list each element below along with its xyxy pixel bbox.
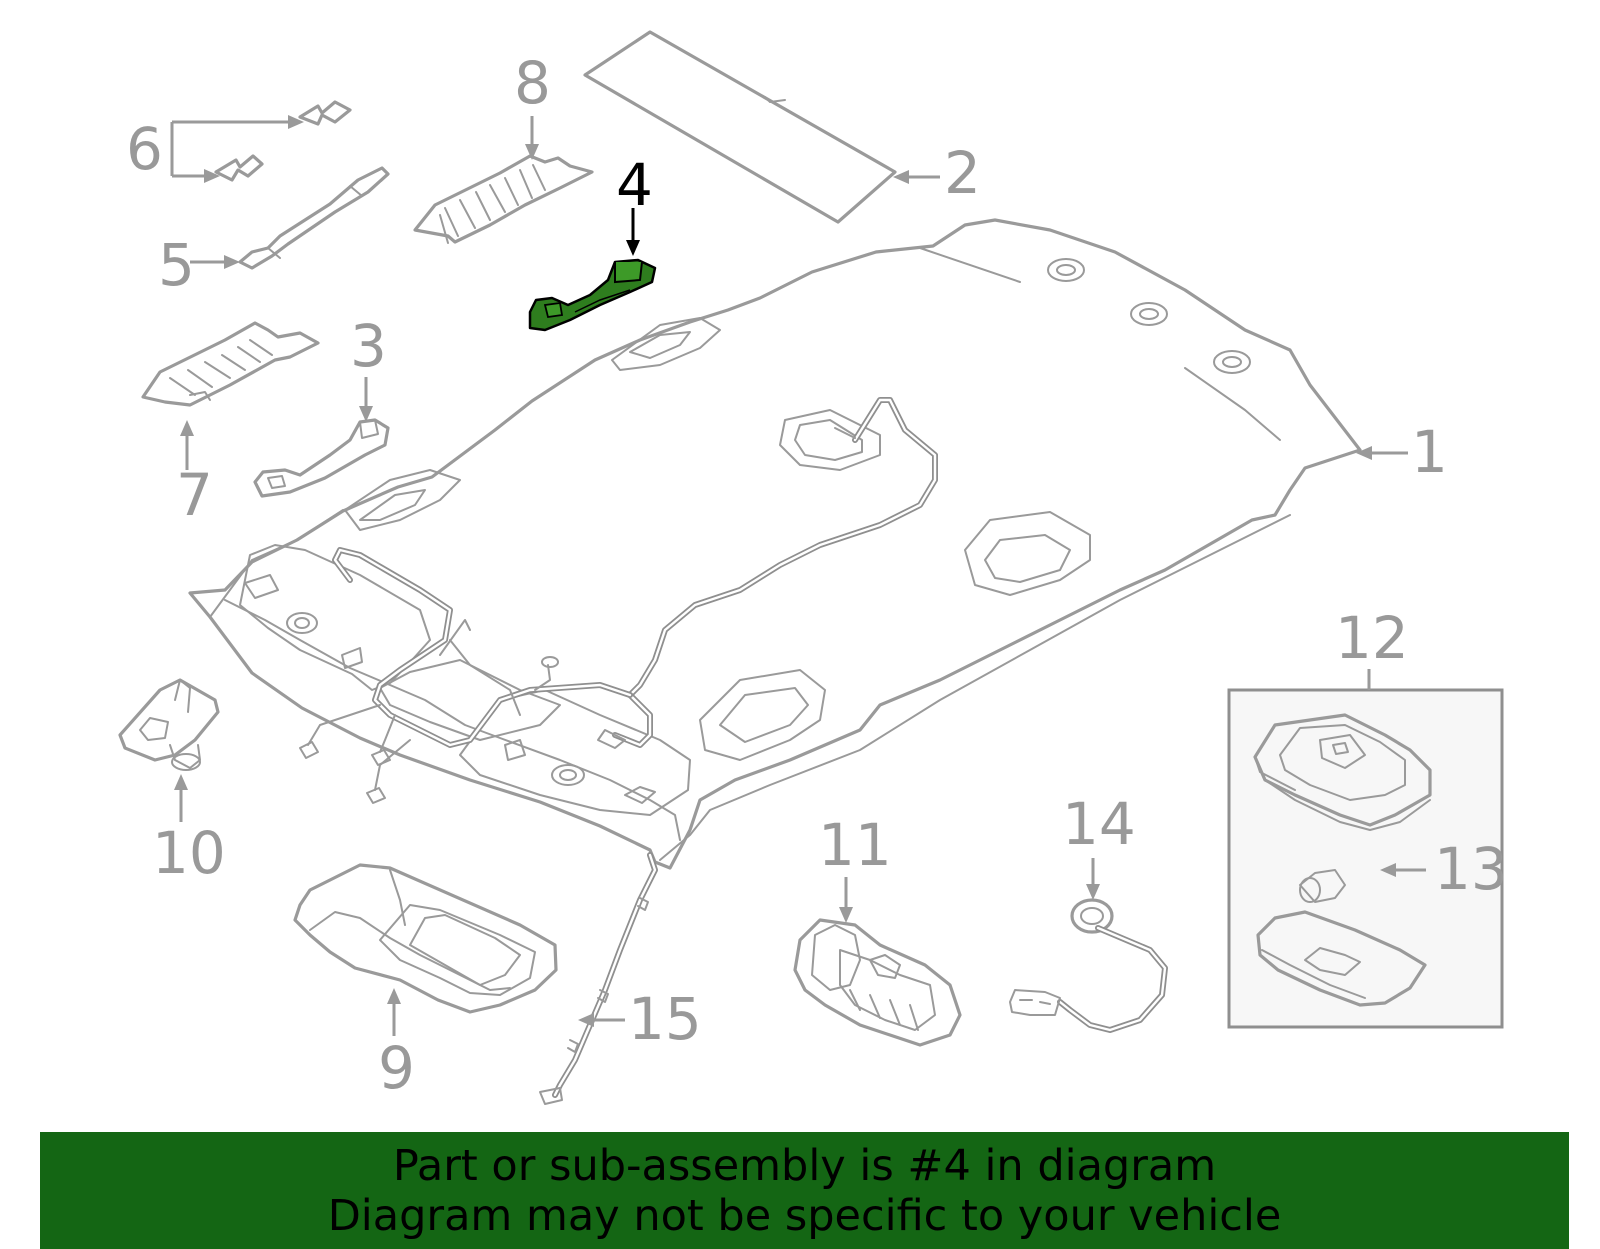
- map-lamp-box-part-12[interactable]: [1227, 688, 1504, 1029]
- callout-11: 11: [818, 811, 892, 879]
- parts-diagram: 1 2 3 4 5 6 7 8 9 10 11 12 13 14 15: [118, 30, 1508, 1105]
- callout-10: 10: [152, 819, 226, 887]
- callout-13: 13: [1434, 835, 1508, 903]
- callout-7: 7: [176, 461, 213, 529]
- callout-3: 3: [350, 312, 387, 380]
- strap-part-5[interactable]: [238, 166, 390, 270]
- callout-arrows: [170, 115, 1426, 1036]
- callout-14: 14: [1062, 790, 1136, 858]
- grab-handle-part-3[interactable]: [253, 418, 390, 498]
- footer-line-part-number: Part or sub-assembly is #4 in diagram: [392, 1140, 1217, 1191]
- footer-line-disclaimer: Diagram may not be specific to your vehi…: [327, 1190, 1282, 1241]
- sun-visor-part-9[interactable]: [293, 863, 558, 1014]
- harness-part-15[interactable]: [539, 852, 658, 1105]
- callout-12: 12: [1335, 604, 1409, 672]
- callout-2: 2: [944, 139, 981, 207]
- clips-part-6[interactable]: [214, 100, 352, 182]
- callout-8: 8: [514, 49, 551, 117]
- overhead-console-part-11[interactable]: [793, 918, 962, 1047]
- insulation-part-7[interactable]: [141, 321, 320, 407]
- callout-1: 1: [1411, 418, 1448, 486]
- footer-banner: Part or sub-assembly is #4 in diagram Di…: [40, 1132, 1569, 1249]
- callout-15: 15: [628, 985, 702, 1053]
- headliner-part-1[interactable]: [188, 218, 1362, 870]
- lamp-part-10[interactable]: [118, 678, 220, 771]
- callout-4: 4: [616, 151, 653, 219]
- panel-part-2[interactable]: [583, 30, 897, 224]
- callout-5: 5: [158, 231, 195, 299]
- grab-handle-part-4[interactable]: [528, 258, 657, 332]
- callout-6: 6: [126, 115, 163, 183]
- sensor-part-14[interactable]: [1009, 898, 1168, 1033]
- insulation-part-8[interactable]: [413, 154, 594, 244]
- headliner-wiring: [299, 397, 938, 804]
- callout-9: 9: [378, 1034, 415, 1102]
